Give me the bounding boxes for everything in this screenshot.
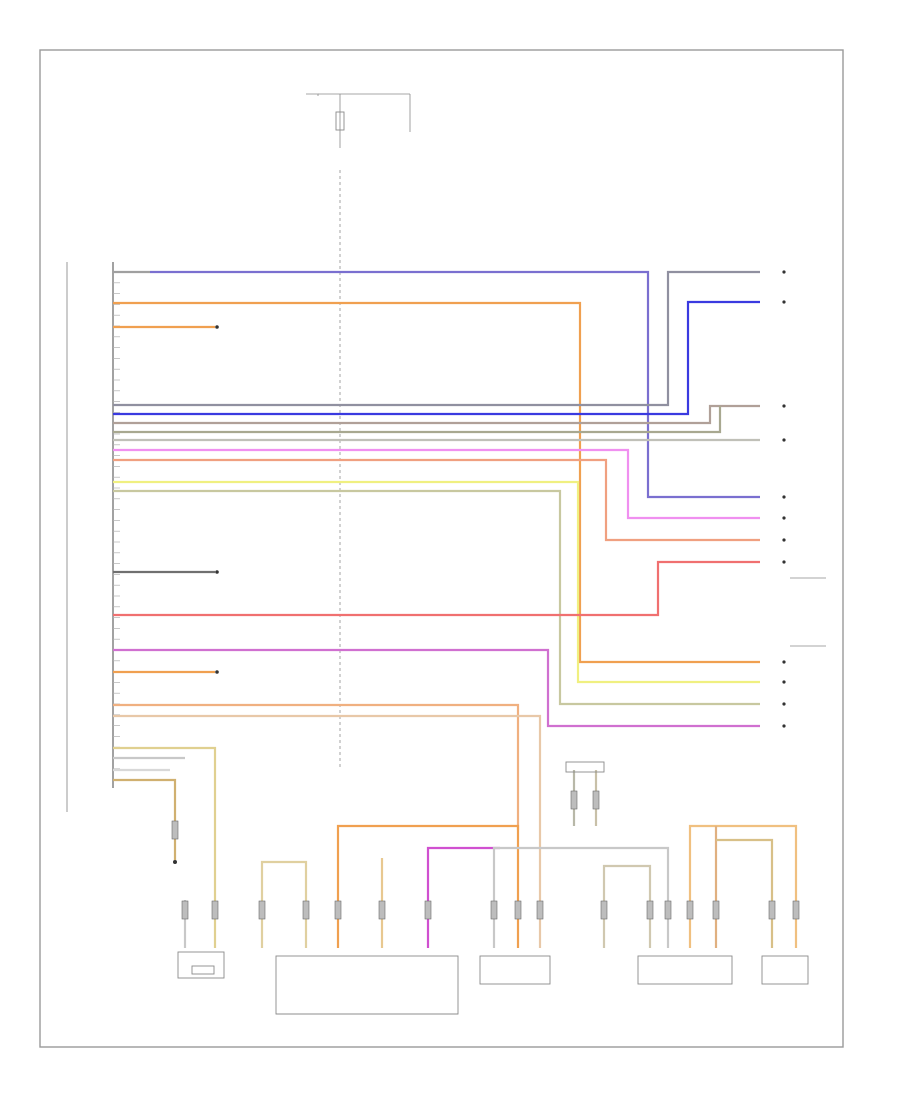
crash-sensor-box — [565, 761, 605, 773]
wire-pink — [113, 448, 760, 520]
fuse-bracket — [306, 93, 319, 96]
connector-plug — [211, 900, 219, 920]
wire-tan-right — [716, 838, 774, 948]
wire-violet-bus — [426, 846, 500, 948]
connector-plug — [334, 900, 342, 920]
connector-plug — [768, 900, 776, 920]
wire-violet-top — [150, 270, 760, 499]
fuse-element — [335, 111, 345, 131]
splice-node-2 — [215, 570, 219, 574]
connector-plug — [600, 900, 608, 920]
wire-grey-bus — [492, 846, 670, 948]
right-terminal-5 — [782, 495, 786, 499]
splice-node-1 — [215, 325, 219, 329]
wire-beige — [113, 489, 760, 706]
connector-plug — [664, 900, 672, 920]
driver-seat-unit-box — [637, 955, 733, 985]
control-box-bottom-left — [177, 951, 225, 979]
connector-plug — [171, 820, 179, 840]
wire-brown-grey — [113, 404, 760, 425]
connector-plugs — [171, 790, 800, 920]
wire-brown-left — [113, 778, 177, 860]
connector-plug — [258, 900, 266, 920]
pin-rows — [113, 271, 120, 780]
connector-plug — [514, 900, 522, 920]
bottom-components — [177, 951, 809, 1015]
right-terminal-11 — [782, 702, 786, 706]
splice-node-3 — [215, 670, 219, 674]
connector-plug — [378, 900, 386, 920]
drv-occ-detection-box — [761, 955, 809, 985]
wire-orange-1 — [113, 301, 760, 664]
right-components — [782, 270, 826, 728]
wire-yellow — [113, 480, 760, 684]
connector-plug — [686, 900, 694, 920]
connector-plug — [712, 900, 720, 920]
seat-assembly-box — [275, 955, 459, 1015]
right-terminal-2 — [782, 300, 786, 304]
main-control-unit — [66, 262, 114, 812]
ground-point — [173, 860, 177, 864]
wire-red — [113, 560, 760, 617]
wires — [113, 270, 798, 948]
right-terminal-1 — [782, 270, 786, 274]
wire-orange-bus — [336, 824, 520, 948]
connector-plug — [792, 900, 800, 920]
crash-sensor — [565, 761, 605, 773]
fuse-block — [306, 93, 411, 770]
right-terminal-8 — [782, 560, 786, 564]
right-terminal-10 — [782, 680, 786, 684]
connector-plug — [646, 900, 654, 920]
wire-orange-right-bus — [688, 824, 798, 948]
connector-plug — [490, 900, 498, 920]
wire-seat-left — [260, 860, 308, 948]
control-box-inner — [191, 965, 215, 975]
wire-olive — [113, 406, 722, 434]
wire-tan-down — [113, 714, 542, 948]
wire-violet-lower — [113, 648, 760, 728]
connector-plug — [536, 900, 544, 920]
wire-salmon — [113, 458, 760, 542]
wire-rollover — [602, 864, 652, 948]
rollover-sensor-box — [479, 955, 551, 985]
connector-plug — [181, 900, 189, 920]
right-terminal-9 — [782, 660, 786, 664]
wire-orange-down-1 — [113, 703, 520, 830]
connector-plug — [302, 900, 310, 920]
connector-plug — [592, 790, 600, 810]
diagram-frame — [39, 49, 844, 1048]
wire-tan-left — [113, 746, 217, 948]
right-terminal-3 — [782, 404, 786, 408]
connector-plug — [570, 790, 578, 810]
right-terminal-7 — [782, 538, 786, 542]
right-terminal-12 — [782, 724, 786, 728]
wire-blue — [113, 300, 760, 416]
connector-plug — [424, 900, 432, 920]
right-terminal-6 — [782, 516, 786, 520]
wire-grey-blue — [113, 270, 760, 407]
right-terminal-4 — [782, 438, 786, 442]
